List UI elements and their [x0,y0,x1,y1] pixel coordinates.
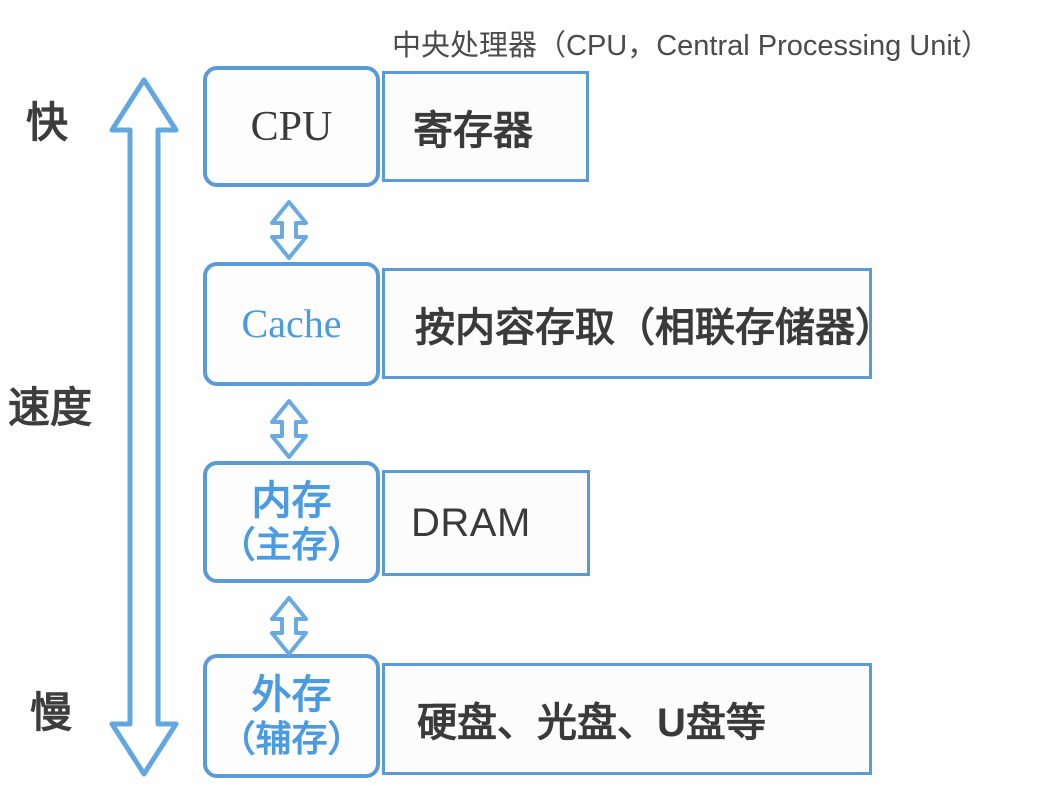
level-external-storage-left-sublabel: （辅存） [219,718,364,759]
level-main-memory-left-box: 内存 （主存） [203,461,380,583]
axis-label-fast: 快 [26,99,69,146]
axis-label-slow: 慢 [30,689,73,736]
level-main-memory-left-sublabel: （主存） [219,524,364,565]
level-cache-right-label: 按内容存取（相联存储器） [415,305,895,350]
level-cpu-right-box: 寄存器 [382,71,589,182]
connector-cpu-cache-double-headed-arrow-icon [270,200,308,260]
level-external-storage-left-label: 外存 [251,673,332,717]
level-external-storage-right-label: 硬盘、光盘、U盘等 [417,701,766,745]
speed-axis-double-arrow-icon [109,77,179,777]
level-cpu-right-label: 寄存器 [413,108,533,153]
level-cache-left-label: Cache [241,301,342,346]
level-main-memory-right-box: DRAM [382,470,590,576]
level-cpu-left-box: CPU [203,66,380,187]
diagram-caption: 中央处理器（CPU，Central Processing Unit） [392,30,990,62]
level-external-storage-right-box: 硬盘、光盘、U盘等 [382,663,872,775]
level-main-memory-left-label: 内存 [251,479,332,523]
level-cache-right-box: 按内容存取（相联存储器） [382,268,895,379]
level-main-memory-right-label: DRAM [411,500,531,545]
axis-label-speed: 速度 [8,384,93,431]
level-cache-left-box: Cache [203,262,380,386]
connector-cache-memory-double-headed-arrow-icon [270,399,308,459]
level-cpu-left-label: CPU [250,103,333,150]
connector-memory-storage-double-headed-arrow-icon [270,596,308,656]
level-external-storage-left-box: 外存 （辅存） [203,654,380,778]
